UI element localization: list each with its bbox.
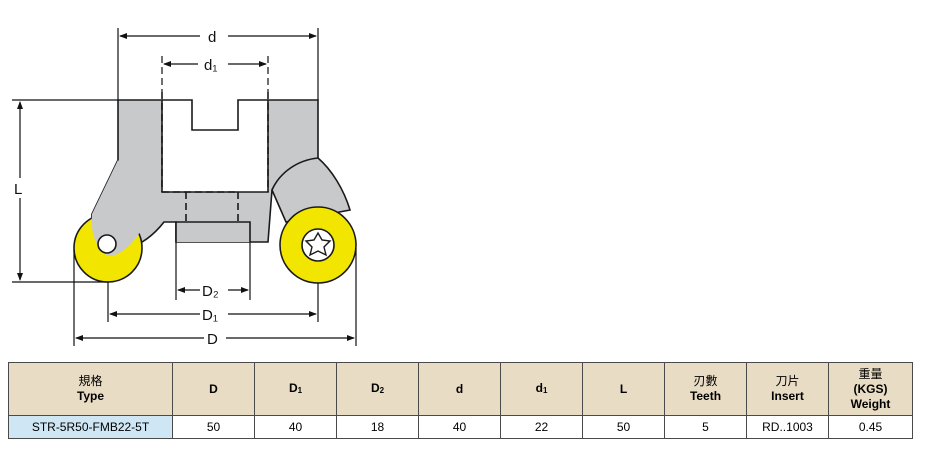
label-D: D: [207, 331, 218, 348]
cell-D1: 40: [254, 415, 337, 439]
torx-icon: [304, 231, 332, 257]
cell-d: 40: [418, 415, 501, 439]
label-D1: D₁: [202, 307, 218, 324]
header-teeth-zh: 刃數: [693, 374, 718, 388]
header-d1-main: d: [535, 381, 543, 395]
label-d1: d₁: [204, 57, 217, 74]
left-insert-cover: [91, 160, 140, 256]
bore-hidden-lines: [161, 92, 269, 222]
header-d: d: [418, 362, 501, 416]
header-D1: D1: [254, 362, 337, 416]
header-L-main: L: [619, 381, 628, 396]
header-weight-en: Weight: [850, 396, 891, 411]
cell-type: STR-5R50-FMB22-5T: [8, 415, 173, 439]
header-teeth-en: Teeth: [689, 389, 722, 403]
spec-table: 規格 Type D D1 D2 d d1 L 刃數 Teet: [8, 362, 913, 439]
cell-L: 50: [582, 415, 665, 439]
header-weight-unit: (KGS): [853, 381, 888, 396]
header-D2: D2: [336, 362, 419, 416]
cell-weight: 0.45: [828, 415, 913, 439]
cell-insert: RD..1003: [746, 415, 829, 439]
cutter-technical-drawing: d d₁ L D₂ D₁ D: [12, 26, 357, 348]
header-D-main: D: [209, 381, 218, 396]
table-row: STR-5R50-FMB22-5T 50 40 18 40 22 50 5 RD…: [8, 415, 913, 439]
header-weight: 重量 (KGS) Weight: [828, 362, 913, 416]
header-D1-main: D: [288, 381, 298, 395]
header-type-zh: 規格: [78, 374, 103, 388]
body-bottom-notch: [175, 221, 251, 242]
header-insert-zh: 刀片: [775, 374, 800, 388]
header-weight-zh: 重量: [858, 366, 883, 381]
header-D2-sub: 2: [379, 386, 385, 395]
header-d-main: d: [455, 381, 464, 396]
label-D2: D₂: [202, 283, 219, 300]
cell-D: 50: [172, 415, 255, 439]
left-screw-hole: [97, 234, 117, 254]
right-insert-pocket: [271, 157, 352, 223]
label-L: L: [14, 181, 22, 198]
cell-d1: 22: [500, 415, 583, 439]
header-insert: 刀片 Insert: [746, 362, 829, 416]
header-insert-en: Insert: [771, 389, 804, 403]
header-D1-sub: 1: [297, 386, 303, 395]
header-type: 規格 Type: [8, 362, 173, 416]
table-header-row: 規格 Type D D1 D2 d d1 L 刃數 Teet: [8, 362, 913, 416]
header-D2-main: D: [370, 381, 380, 395]
body-top-pocket: [162, 99, 268, 131]
header-d1-sub: 1: [542, 386, 548, 395]
header-d1: d1: [500, 362, 583, 416]
header-L: L: [582, 362, 665, 416]
header-teeth: 刃數 Teeth: [664, 362, 747, 416]
cell-D2: 18: [336, 415, 419, 439]
header-D: D: [172, 362, 255, 416]
header-type-en: Type: [76, 389, 105, 403]
label-d: d: [208, 29, 216, 46]
cell-teeth: 5: [664, 415, 747, 439]
